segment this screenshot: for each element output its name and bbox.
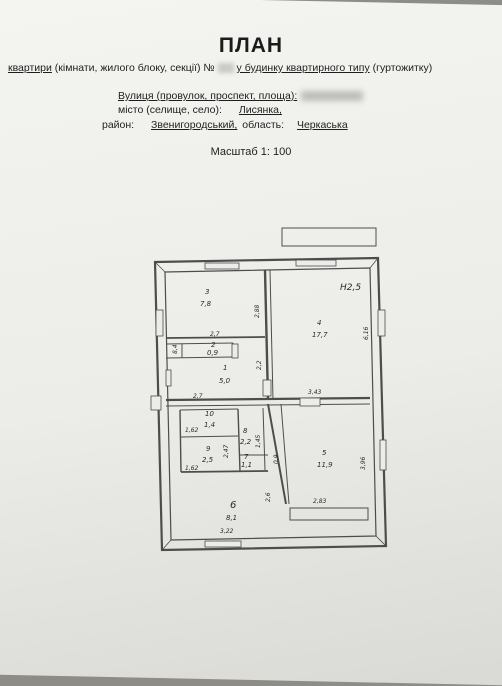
dim-14: 2,83 <box>313 498 327 505</box>
room-10-number: 10 <box>205 410 214 418</box>
dim-7: 2,7 <box>193 393 203 400</box>
scale-label: Масштаб 1: 100 <box>210 146 292 158</box>
dim-11: 0,9 <box>273 454 280 464</box>
redacted-number <box>217 63 234 74</box>
room-9-number: 9 <box>206 445 211 453</box>
dim-15: 2,6 <box>265 492 272 502</box>
room-3-area: 7,8 <box>200 300 212 308</box>
dim-8: 1,62 <box>185 427 199 434</box>
room-7-number: 7 <box>244 453 249 461</box>
room-4-number: 4 <box>317 319 321 327</box>
apartment-line: квартири (кімнати, жилого блоку, секції)… <box>8 62 502 74</box>
room-9-area: 2,5 <box>202 456 214 464</box>
dim-9: 2,47 <box>223 444 230 458</box>
room-8-number: 8 <box>243 427 248 435</box>
balcony <box>281 227 377 247</box>
room-6-area: 8,1 <box>226 514 237 522</box>
street-label: Вулиця (провулок, проспект, площа): <box>118 90 298 102</box>
city-label: місто (селище, село): <box>118 104 222 116</box>
room-3-number: 3 <box>205 288 209 296</box>
dim-1: 2,88 <box>254 304 261 318</box>
room-2-number: 2 <box>211 341 216 349</box>
city-value: Лисянка, <box>238 104 282 116</box>
dim-5: 6,16 <box>363 326 370 340</box>
room-5-area: 11,9 <box>317 461 333 469</box>
redacted-street <box>301 91 364 102</box>
apartment-desc: (кімнати, жилого блоку, секції) № <box>51 62 215 74</box>
district-value: Звенигородський, <box>151 119 238 131</box>
dim-2: 2,7 <box>210 331 220 338</box>
room-4-area: 17,7 <box>312 331 328 339</box>
oblast-label: область: <box>242 119 285 131</box>
ceiling-height: H2,5 <box>340 283 361 293</box>
dim-12: 3,96 <box>360 456 367 470</box>
room-1-area: 5,0 <box>219 377 231 385</box>
entrance-bump <box>289 507 369 521</box>
document-title: ПЛАН <box>218 34 284 57</box>
dim-10: 1,45 <box>255 434 262 448</box>
dim-4: 2,2 <box>256 360 263 370</box>
room-6-number: 6 <box>230 500 236 511</box>
floor-plan: 3 7,8 4 17,7 2 0,9 1 5,0 10 1,4 8 2,2 9 … <box>150 227 388 552</box>
district-line: район: Звенигородський, область: Черкась… <box>102 119 348 131</box>
building-desc: (гуртожитку) <box>369 62 433 74</box>
dim-13: 1,62 <box>185 465 199 472</box>
street-line: Вулиця (провулок, проспект, площа): <box>118 90 364 102</box>
building-type: у будинку квартирного типу <box>236 62 370 74</box>
dim-16: 3,22 <box>220 528 234 535</box>
dim-3: 8,4 <box>172 344 179 354</box>
city-line: місто (селище, село): Лисянка, <box>118 104 282 116</box>
room-5-number: 5 <box>322 449 327 457</box>
room-2-area: 0,9 <box>207 349 219 357</box>
room-8-area: 2,2 <box>240 438 252 446</box>
district-label: район: <box>102 119 135 131</box>
dim-6: 3,43 <box>308 389 322 396</box>
room-10-area: 1,4 <box>204 421 215 429</box>
room-1-number: 1 <box>223 364 227 372</box>
room-7-area: 1,1 <box>241 461 252 469</box>
apartment-label: квартири <box>8 62 52 74</box>
oblast-value: Черкаська <box>296 119 348 131</box>
